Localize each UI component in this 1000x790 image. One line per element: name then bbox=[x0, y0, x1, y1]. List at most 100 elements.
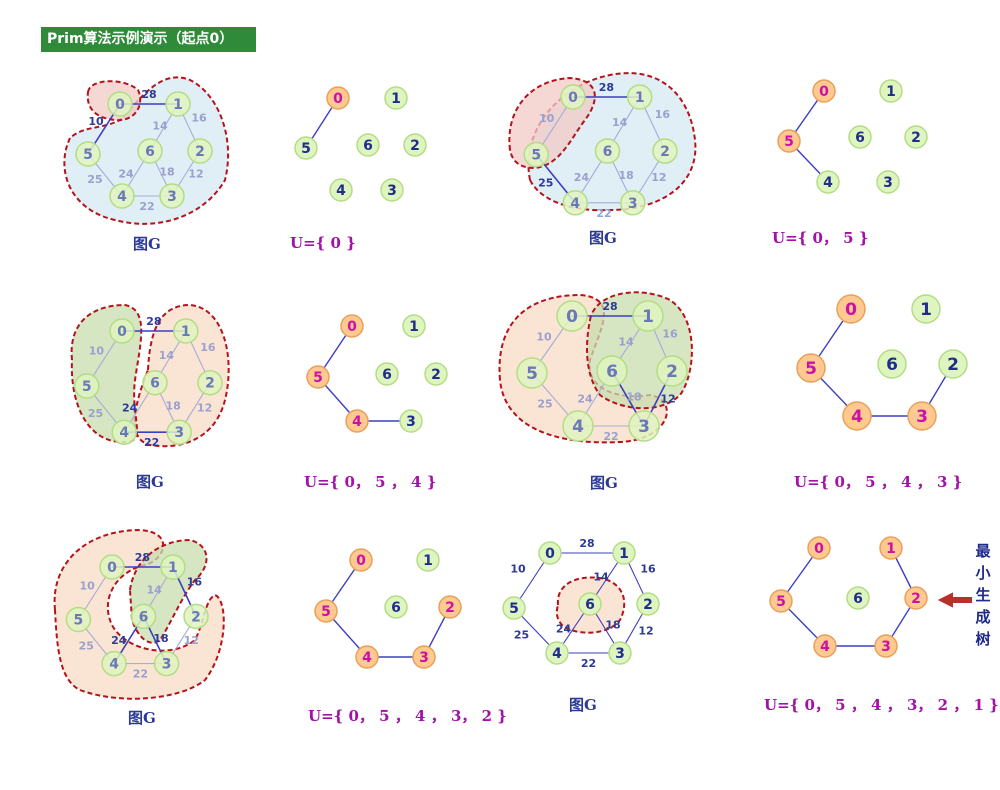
node-label: 1 bbox=[173, 97, 183, 113]
node-label: 4 bbox=[823, 175, 833, 191]
graph-node-1: 1 bbox=[632, 300, 664, 332]
node-circle bbox=[608, 641, 632, 665]
edge-weight-28: 28 bbox=[599, 81, 614, 94]
node-label: 0 bbox=[115, 97, 125, 113]
node-label: 6 bbox=[363, 138, 373, 154]
u-set-caption: U={ 0， 5 ， 4 ， 3， 2 } bbox=[308, 707, 507, 725]
edge-weight-12: 12 bbox=[660, 393, 675, 406]
node-circle bbox=[545, 641, 569, 665]
graph-node-3: 3 bbox=[620, 190, 646, 216]
graph-node-6: 6 bbox=[356, 133, 380, 157]
graph-node-2: 2 bbox=[438, 595, 462, 619]
node-circle bbox=[877, 349, 907, 379]
edge-weight-10: 10 bbox=[89, 345, 105, 358]
edge-weight-12: 12 bbox=[651, 171, 666, 184]
node-circle bbox=[796, 353, 826, 383]
node-label: 0 bbox=[117, 324, 127, 340]
node-circle bbox=[326, 86, 350, 110]
graph-node-6: 6 bbox=[142, 369, 168, 396]
node-circle bbox=[556, 300, 588, 332]
node-circle bbox=[904, 586, 928, 610]
node-circle bbox=[345, 409, 369, 433]
node-circle bbox=[306, 365, 330, 389]
node-label: 4 bbox=[552, 646, 562, 662]
graph-node-1: 1 bbox=[384, 86, 408, 110]
u-set-caption: U={ 0 } bbox=[290, 234, 356, 252]
node-label: 5 bbox=[531, 148, 541, 164]
node-circle bbox=[183, 603, 209, 630]
arrow-shaft bbox=[952, 597, 972, 603]
node-circle bbox=[355, 645, 379, 669]
node-circle bbox=[159, 183, 185, 209]
node-label: 1 bbox=[423, 553, 433, 569]
graph-node-0: 0 bbox=[807, 536, 831, 560]
graph-node-4: 4 bbox=[345, 409, 369, 433]
graph-node-2: 2 bbox=[652, 138, 678, 164]
graph-node-3: 3 bbox=[153, 650, 180, 677]
node-label: 4 bbox=[570, 196, 580, 212]
region-u bbox=[53, 528, 225, 700]
node-circle bbox=[813, 634, 837, 658]
graph-node-2: 2 bbox=[403, 133, 427, 157]
edge-weight-18: 18 bbox=[153, 632, 168, 645]
node-label: 6 bbox=[886, 355, 898, 375]
mst-label-char: 成 bbox=[975, 608, 990, 626]
graph-node-5: 5 bbox=[796, 353, 826, 383]
node-circle bbox=[384, 86, 408, 110]
graph-node-4: 4 bbox=[842, 401, 872, 431]
graph-node-5: 5 bbox=[502, 596, 526, 620]
node-circle bbox=[107, 91, 133, 117]
node-label: 6 bbox=[855, 130, 865, 146]
node-label: 5 bbox=[301, 141, 311, 157]
node-circle bbox=[560, 84, 586, 110]
node-label: 4 bbox=[572, 417, 584, 437]
graph-node-1: 1 bbox=[173, 318, 199, 344]
node-label: 3 bbox=[174, 425, 184, 441]
graph-node-3: 3 bbox=[159, 183, 185, 209]
node-label: 6 bbox=[150, 376, 160, 392]
node-label: 4 bbox=[820, 639, 830, 655]
graph-node-1: 1 bbox=[612, 541, 636, 565]
node-label: 3 bbox=[162, 657, 172, 673]
u-set-caption: U={ 0， 5 } bbox=[772, 229, 868, 247]
graph-node-3: 3 bbox=[399, 409, 423, 433]
node-label: 2 bbox=[666, 362, 678, 382]
graph-node-2: 2 bbox=[656, 355, 688, 387]
edge-weight-28: 28 bbox=[602, 300, 617, 313]
node-label: 6 bbox=[145, 144, 155, 160]
edge-weight-25: 25 bbox=[79, 640, 94, 653]
node-label: 0 bbox=[566, 307, 578, 327]
node-circle bbox=[879, 79, 903, 103]
node-circle bbox=[907, 401, 937, 431]
graph-node-4: 4 bbox=[562, 190, 589, 216]
node-circle bbox=[173, 318, 199, 344]
node-circle bbox=[538, 541, 562, 565]
node-circle bbox=[399, 409, 423, 433]
edge-weight-18: 18 bbox=[618, 169, 633, 182]
node-circle bbox=[652, 138, 678, 164]
node-circle bbox=[502, 596, 526, 620]
edge-weight-25: 25 bbox=[538, 177, 553, 190]
node-label: 3 bbox=[916, 407, 928, 427]
edge-weight-24: 24 bbox=[122, 401, 138, 414]
node-circle bbox=[166, 419, 192, 445]
graph-node-6: 6 bbox=[375, 362, 399, 386]
edge-weight-12: 12 bbox=[188, 168, 203, 181]
graph-node-1: 1 bbox=[911, 294, 941, 324]
node-circle bbox=[904, 125, 928, 149]
node-label: 3 bbox=[419, 650, 429, 666]
graph-node-2: 2 bbox=[636, 592, 660, 616]
edge-weight-14: 14 bbox=[152, 120, 168, 133]
edge-weight-10: 10 bbox=[80, 579, 96, 592]
node-circle bbox=[109, 318, 135, 344]
edge-weight-25: 25 bbox=[87, 173, 102, 186]
edge-weight-18: 18 bbox=[626, 391, 641, 404]
edge-weight-14: 14 bbox=[618, 336, 634, 349]
node-label: 3 bbox=[883, 175, 893, 191]
node-circle bbox=[75, 141, 101, 167]
node-label: 5 bbox=[82, 379, 92, 395]
node-label: 0 bbox=[819, 84, 829, 100]
node-circle bbox=[294, 136, 318, 160]
